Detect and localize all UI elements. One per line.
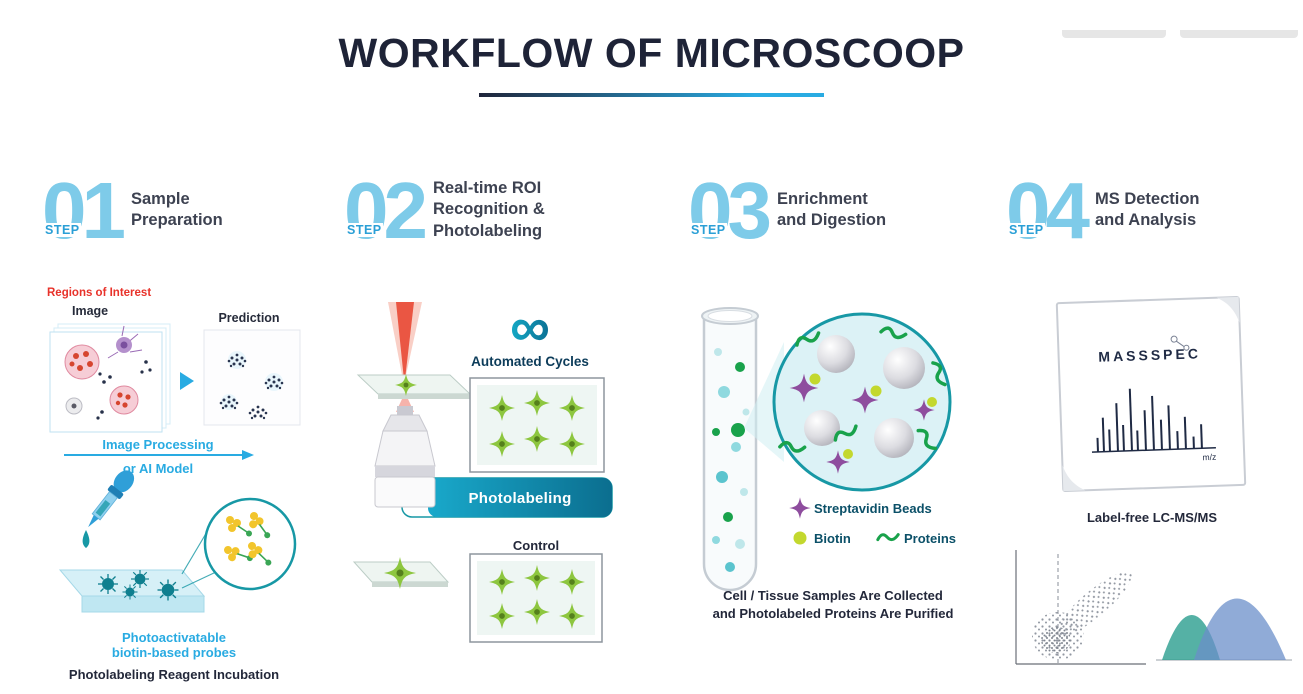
step-2-header: 0 STEP 2 Real-time ROI Recognition & Pho… [344,172,624,248]
histology-image-stack [50,324,170,432]
dropper-icon [81,466,138,532]
photolabeled-cells-panel [470,378,604,472]
step-3-section: 0 STEP 3 Enrichment and Digestion [688,172,978,627]
control-slide [354,557,448,589]
mz-axis-label: m/z [1202,452,1216,462]
regions-of-interest-label: Regions of Interest [47,287,151,299]
step-4-title: MS Detection and Analysis [1095,189,1200,232]
step-digit: 2 [384,174,426,248]
probe-callout [182,499,295,589]
step-3-header: 0 STEP 3 Enrichment and Digestion [688,172,978,248]
step-2-section: 0 STEP 2 Real-time ROI Recognition & Pho… [344,172,624,654]
photolabeling-label: Photolabeling [468,490,571,507]
mass-spec-report: MASSSPEC m/z [1057,297,1245,491]
reagent-drop-icon [83,530,90,548]
biotin-icon [794,532,807,545]
step-1-section: 0 STEP 1 Sample Preparation [42,172,312,686]
legend-streptavidin-label: Streptavidin Beads [814,501,932,516]
step3-caption-line1: Cell / Tissue Samples Are Collected [723,588,943,603]
control-cells-panel [470,554,602,642]
laser-beam-icon [388,302,422,375]
legend: Streptavidin Beads Biotin Proteins [789,497,956,546]
workflow-diagram: WORKFLOW OF MICROSCOOP 0 STEP 1 Sample P… [0,30,1303,694]
test-tube [702,308,758,590]
lcmsms-label: Label-free LC-MS/MS [1087,510,1217,525]
enrichment-callout [774,314,950,490]
step-word-label: STEP [1008,223,1045,237]
incubation-dish [60,570,204,612]
step3-caption-line2: and Photolabeled Proteins Are Purified [713,606,954,621]
step-4-illustration: MASSSPEC m/z Label-free LC-MS/MS [1006,282,1298,674]
sample-slide [358,374,470,399]
step-3-number: 0 STEP 3 [688,172,769,248]
top-right-artifact-2 [1180,30,1298,38]
step-1-illustration: Regions of Interest Image Prediction [42,282,307,686]
infinity-icon: ∞ [510,295,550,358]
prediction-panel [204,330,300,425]
scatter-plot [1016,550,1146,664]
step-1-number: 0 STEP 1 [42,172,123,248]
step-2-title: Real-time ROI Recognition & Photolabelin… [433,178,545,242]
streptavidin-icon [789,497,811,519]
automated-cycles-label: Automated Cycles [471,354,589,369]
density-plot [1156,599,1292,661]
step-1-header: 0 STEP 1 Sample Preparation [42,172,312,248]
step-2-illustration: ∞ Automated Cycles Photol [344,282,624,654]
top-right-artifact-1 [1062,30,1166,38]
step-word-label: STEP [44,223,81,237]
image-processing-label: Image Processing [102,437,213,452]
title-underline [479,93,824,97]
step-word-label: STEP [346,223,383,237]
probes-label-line1: Photoactivatable [122,630,226,645]
step-1-title: Sample Preparation [131,189,223,232]
legend-proteins-label: Proteins [904,531,956,546]
arrow-right-icon [180,372,194,390]
step-4-section: 0 STEP 4 MS Detection and Analysis [1006,172,1298,674]
image-label: Image [72,304,108,318]
objective-lens-icon [375,406,435,507]
probes-label-line2: biotin-based probes [112,645,236,660]
step-4-header: 0 STEP 4 MS Detection and Analysis [1006,172,1298,248]
step-4-number: 0 STEP 4 [1006,172,1087,248]
protein-icon [878,535,898,540]
step-digit: 3 [728,174,770,248]
step-digit: 4 [1046,174,1088,248]
step-2-number: 0 STEP 2 [344,172,425,248]
legend-biotin-label: Biotin [814,531,851,546]
step-digit: 1 [82,174,124,248]
prediction-label: Prediction [218,311,279,325]
incubation-label: Photolabeling Reagent Incubation [69,667,279,682]
step-3-illustration: Streptavidin Beads Biotin Proteins Cell … [688,282,978,627]
control-label: Control [513,538,559,553]
step-3-title: Enrichment and Digestion [777,189,886,232]
step-word-label: STEP [690,223,727,237]
ai-model-label: or AI Model [123,461,193,476]
